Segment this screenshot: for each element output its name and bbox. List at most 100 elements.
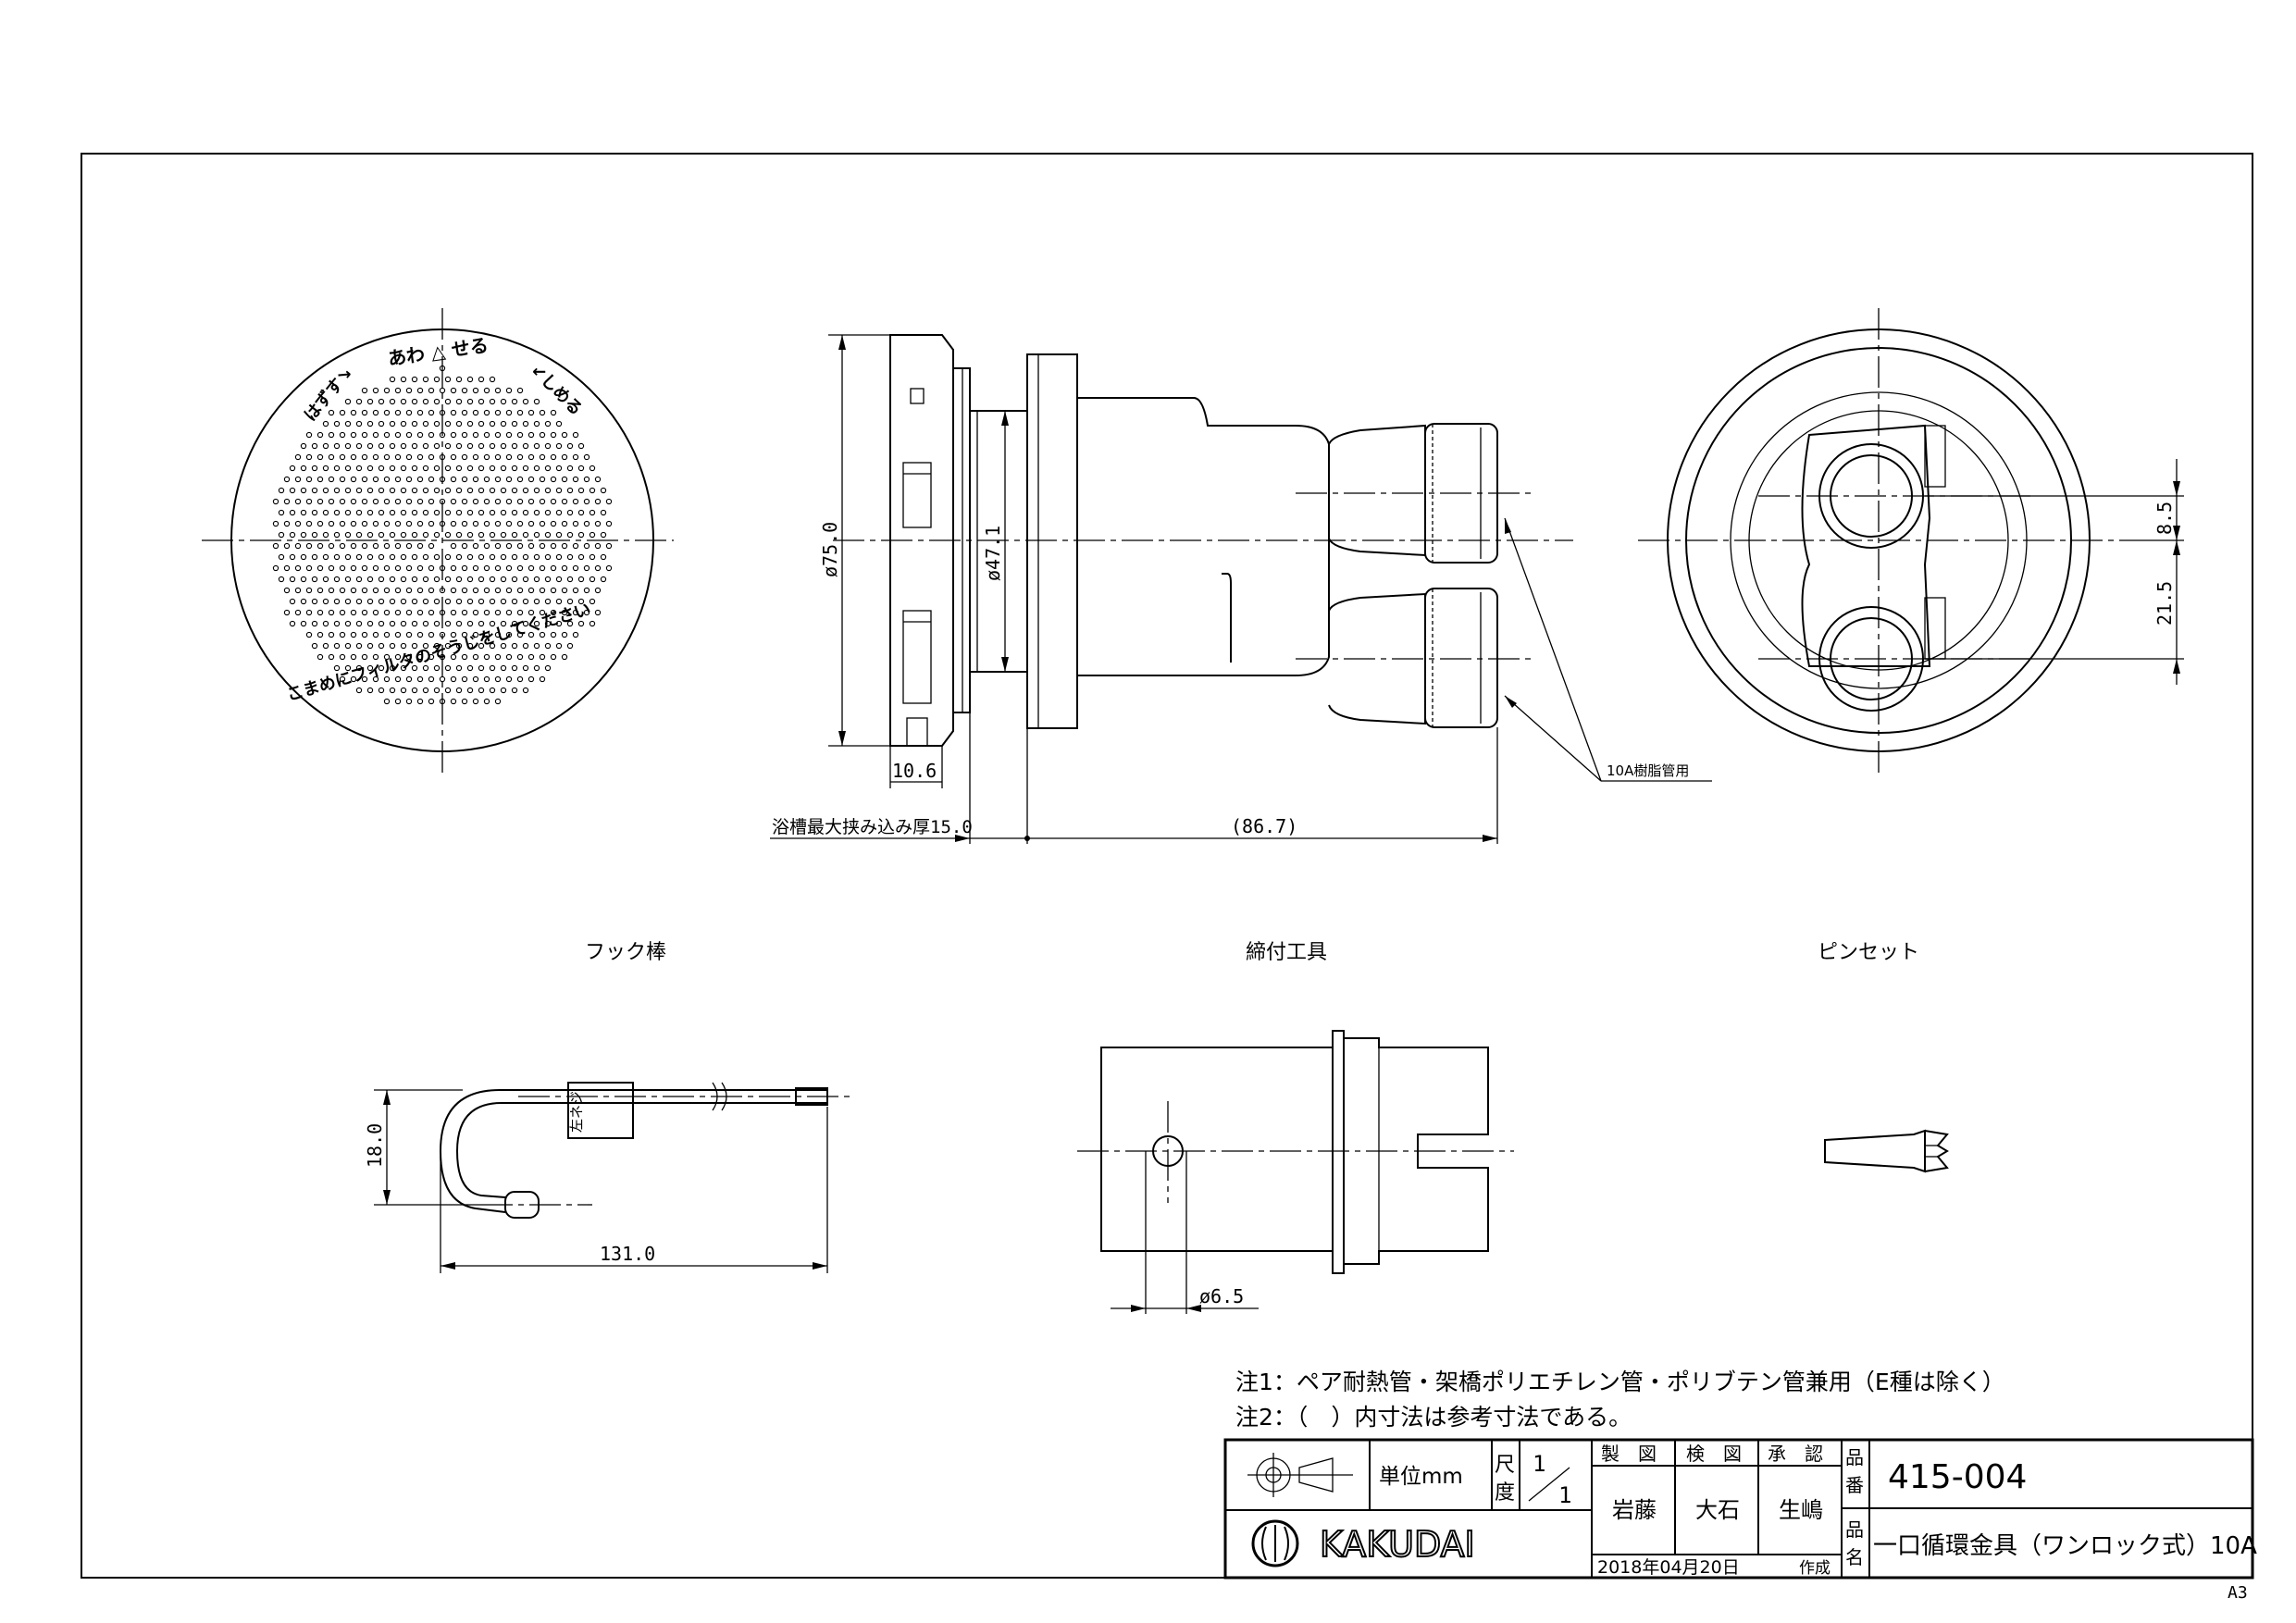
cover-hole (328, 631, 335, 638)
cover-hole (600, 509, 607, 516)
cover-hole (289, 509, 296, 516)
cover-hole (428, 542, 435, 550)
cover-hole (466, 531, 474, 539)
cover-hole (383, 476, 391, 483)
cover-hole (433, 553, 441, 561)
cover-hole (439, 587, 446, 594)
lower-lock-ring (1424, 588, 1498, 728)
cover-hole (489, 664, 496, 672)
cover-text-top-right: ↙しめる (527, 361, 586, 420)
cover-hole (483, 564, 490, 572)
cover-hole (561, 431, 568, 439)
cover-hole (328, 476, 335, 483)
cover-hole (339, 542, 346, 550)
rear-ring-3 (1730, 391, 2028, 689)
cover-hole (527, 675, 535, 683)
rear-outer-ring (1667, 328, 2091, 752)
cover-hole (483, 587, 490, 594)
scale-slash (1528, 1467, 1570, 1502)
cover-hole (344, 465, 352, 472)
cover-hole (428, 653, 435, 661)
cover-hole (583, 587, 590, 594)
cover-hole (550, 609, 557, 616)
cover-hole (400, 509, 407, 516)
cover-hole (389, 576, 396, 583)
cover-hole (305, 498, 313, 505)
cover-hole (294, 520, 302, 527)
cover-hole (589, 531, 596, 539)
rear-body-outline (1801, 424, 1931, 667)
cover-hole (439, 653, 446, 661)
cover-hole (416, 542, 424, 550)
cover-hole (394, 453, 402, 461)
cover-hole (478, 487, 485, 494)
cover-hole (472, 453, 479, 461)
cover-hole (494, 609, 502, 616)
cover-hole (372, 542, 379, 550)
cover-hole (439, 453, 446, 461)
cover-hole (378, 442, 385, 450)
cover-hole (489, 442, 496, 450)
cover-hole (461, 476, 468, 483)
cover-hole (550, 453, 557, 461)
cover-hole (450, 609, 457, 616)
cover-hole (361, 609, 368, 616)
title-block: 単位mm 尺 度 1 1 製 図 検 図 承 認 岩藤 大石 生嶋 2018年0… (1223, 1438, 2257, 1580)
cover-hole (294, 498, 302, 505)
cover-hole (372, 431, 379, 439)
cover-hole (450, 542, 457, 550)
cover-hole (344, 642, 352, 650)
cover-hole (450, 564, 457, 572)
cover-hole (455, 398, 463, 405)
cover-hole (533, 642, 540, 650)
cover-hole (316, 431, 324, 439)
cover-hole (594, 520, 602, 527)
dim-8-5-arrow-bottom (2173, 540, 2180, 555)
cover-hole (383, 675, 391, 683)
rear-flange (1026, 353, 1078, 729)
cover-hole (500, 642, 507, 650)
cover-hole (322, 465, 329, 472)
cover-hole (411, 553, 418, 561)
cover-hole (533, 465, 540, 472)
cover-hole (333, 642, 341, 650)
cover-hole (533, 420, 540, 427)
logo-mark-outer (1251, 1519, 1299, 1567)
dim-18-arrow-top (383, 1090, 391, 1105)
cover-hole (478, 687, 485, 694)
logo-mark-inner (1261, 1525, 1289, 1562)
part-number: 415-004 (1888, 1458, 2027, 1496)
cover-hole (555, 598, 563, 605)
cover-hole (278, 509, 285, 516)
cover-hole (466, 376, 474, 383)
cover-hole (472, 409, 479, 416)
cover-hole (527, 653, 535, 661)
cover-hole (561, 520, 568, 527)
cover-hole (422, 598, 429, 605)
header-made: 製 図 (1601, 1443, 1657, 1465)
cover-hole (350, 542, 357, 550)
cover-hole (411, 465, 418, 472)
flange-slot-upper (902, 462, 932, 528)
cover-hole (439, 365, 446, 372)
cover-hole (355, 509, 363, 516)
cover-hole (333, 509, 341, 516)
cover-hole (544, 553, 552, 561)
cover-hole (577, 576, 585, 583)
cover-hole (422, 420, 429, 427)
cover-hole (305, 542, 313, 550)
cover-hole (328, 520, 335, 527)
cover-hole (527, 431, 535, 439)
cover-hole (311, 509, 318, 516)
cover-hole (494, 520, 502, 527)
cover-hole (600, 553, 607, 561)
cover-hole (422, 509, 429, 516)
cover-hole (566, 442, 574, 450)
cover-hole (366, 576, 374, 583)
cover-hole (383, 409, 391, 416)
cover-hole (494, 675, 502, 683)
cover-hole (405, 476, 413, 483)
cover-hole (450, 587, 457, 594)
cover-hole (522, 465, 529, 472)
